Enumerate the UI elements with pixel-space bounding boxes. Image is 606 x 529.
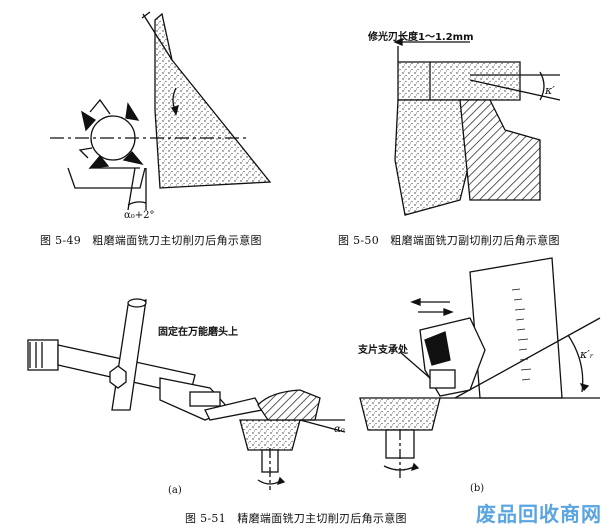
fig51b-drawing	[359, 257, 601, 480]
fig49-angle-label: α₀+2°	[124, 210, 155, 221]
fig51-caption: 图 5-51 精磨端面铣刀主切削刃后角示意图	[185, 512, 407, 525]
fig50-drawing	[393, 38, 561, 216]
fig51-sub-b: (b)	[470, 483, 484, 494]
fig49-drawing	[50, 11, 272, 211]
fig50-angle-label: κ′	[544, 84, 555, 97]
fig51a-drawing	[27, 298, 346, 490]
fig49-caption: 图 5-49 粗磨端面铣刀主切削刃后角示意图	[40, 234, 262, 247]
fig50-length-label: 修光刃长度1～1.2mm	[367, 30, 474, 43]
fig51-kappa-label: κ′ᵣ	[579, 348, 594, 361]
watermark: 废品回收商网	[476, 502, 602, 526]
fig51-alpha-label: α₀	[334, 424, 345, 435]
fig51-sub-a: (a)	[168, 485, 182, 496]
fig50-caption: 图 5-50 粗磨端面铣刀副切削刃后角示意图	[338, 234, 560, 247]
fig51-note-a: 固定在万能磨头上	[158, 325, 238, 338]
fig51-note-b: 支片支承处	[357, 343, 409, 356]
